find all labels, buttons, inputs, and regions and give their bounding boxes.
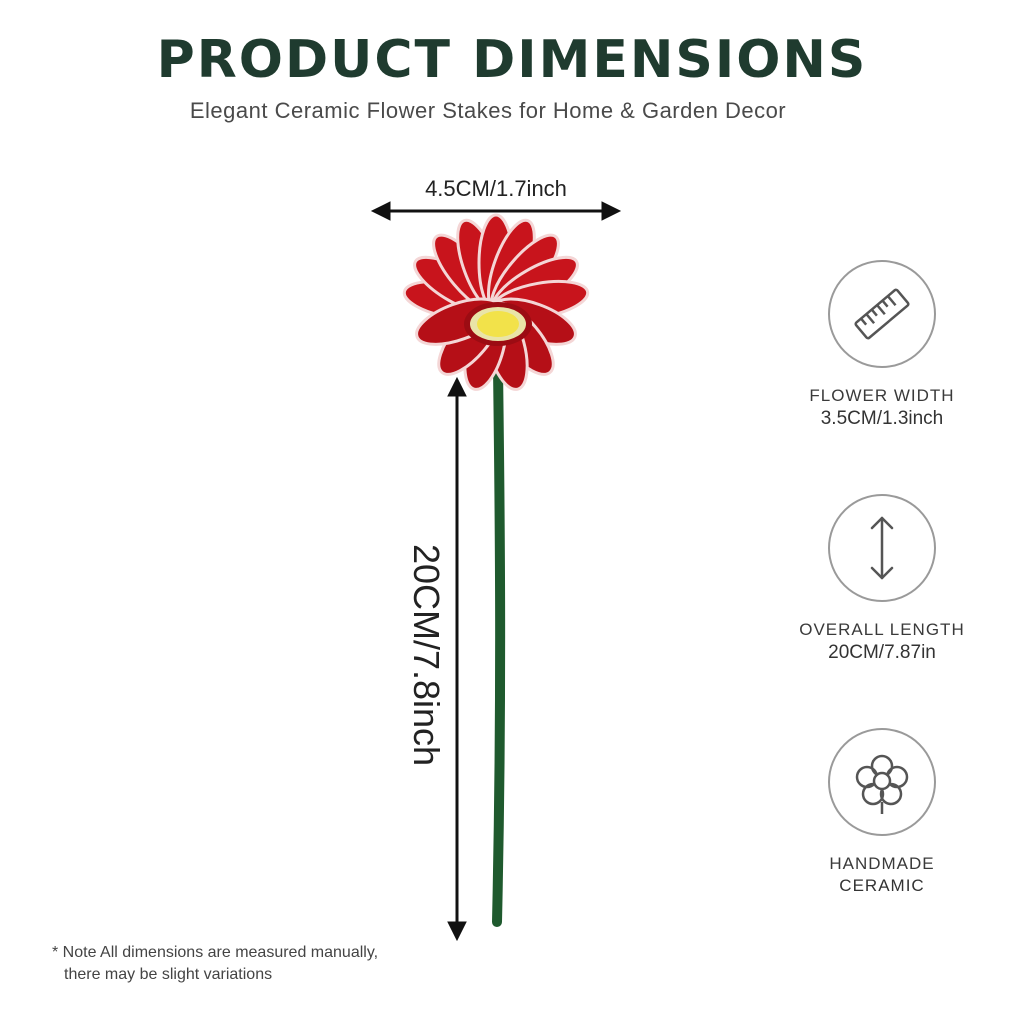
feature-icon-circle — [828, 260, 936, 368]
length-dimension-label: 20CM/7.8inch — [406, 543, 447, 767]
page-title: PRODUCT DIMENSIONS — [156, 30, 868, 90]
feature-title: OVERALL LENGTH — [799, 620, 965, 639]
feature-title: FLOWER WIDTH — [809, 386, 955, 405]
note-line-1: * Note All dimensions are measured manua… — [52, 944, 379, 961]
width-arrow — [370, 201, 622, 221]
feature-value: 3.5CM/1.3inch — [820, 408, 944, 429]
flower-icon — [855, 754, 909, 814]
ruler-icon — [854, 288, 910, 340]
length-arrow — [447, 376, 467, 942]
up-down-arrow-icon — [870, 516, 894, 580]
feature-handmade-ceramic: HANDMADE CERAMIC — [782, 728, 982, 896]
feature-overall-length: OVERALL LENGTH 20CM/7.87in — [782, 494, 982, 664]
width-dimension-label: 4.5CM/1.7inch — [425, 176, 567, 201]
note-line-2: there may be slight variations — [64, 966, 273, 983]
feature-value: CERAMIC — [839, 876, 925, 895]
feature-flower-width: FLOWER WIDTH 3.5CM/1.3inch — [782, 260, 982, 430]
feature-value: 20CM/7.87in — [828, 642, 936, 663]
flower-stem — [492, 363, 506, 927]
measurement-note: * Note All dimensions are measured manua… — [52, 942, 522, 986]
page-subtitle: Elegant Ceramic Flower Stakes for Home &… — [189, 98, 787, 123]
ceramic-flower — [402, 213, 590, 391]
feature-icon-circle — [828, 494, 936, 602]
feature-icon-circle — [828, 728, 936, 836]
feature-title: HANDMADE — [829, 854, 935, 873]
